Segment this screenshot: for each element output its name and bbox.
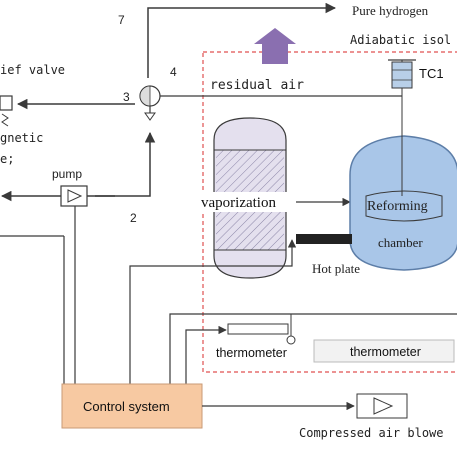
valve-wedge [139,85,151,107]
vaporization-label-bg [200,192,296,212]
relief-valve-label: ief valve [0,63,65,77]
hot-plate-label: Hot plate [312,261,360,276]
wire-thermo-2 [169,313,457,384]
thermometer-1-icon [227,323,289,335]
number-3: 3 [123,90,130,104]
pump-triangle-icon [67,189,83,203]
adiabatic-label: Adiabatic isol [350,33,451,47]
thermometer-2-label: thermometer [350,345,421,359]
residual-air-label: residual air [210,78,304,93]
reformer-bed [365,190,443,222]
wire-hotplate [129,239,297,384]
reformer-vessel [349,135,457,271]
magnetic-label-2: e; [0,152,14,166]
control-system-label: Control system [83,399,170,414]
pure-hydrogen-label: Pure hydrogen [352,3,429,18]
pump-icon [60,185,88,207]
exhaust-arrow-icon [254,28,296,64]
blower-icon [356,393,408,419]
control-system-box [61,383,203,429]
number-7: 7 [118,13,125,27]
hot-plate [296,234,352,244]
chamber-label: chamber [378,235,423,250]
thermometer-1-label: thermometer [216,346,287,360]
wire-thermo-1 [185,325,227,384]
adiabatic-boundary [202,51,457,373]
thermometer-1-bulb [286,335,296,345]
compressed-air-label: Compressed air blowe [299,426,444,440]
pump-label: pump [52,167,82,181]
number-2: 2 [130,211,137,225]
tc1-sensor-icon [391,61,413,89]
hydrogen-line [147,2,337,78]
magnetic-valve-icon [0,95,13,111]
line-2 [95,131,156,197]
number-4: 4 [170,65,177,79]
spring-icon [1,113,9,127]
blower-triangle-icon [373,397,394,415]
magnetic-label: gnetic [0,131,43,145]
valve-stem-head [144,112,156,121]
tc1-label: TC1 [419,66,444,81]
vaporization-label: vaporization [201,195,276,211]
reforming-label: Reforming [367,199,428,214]
thermometer-2-box [313,339,455,363]
